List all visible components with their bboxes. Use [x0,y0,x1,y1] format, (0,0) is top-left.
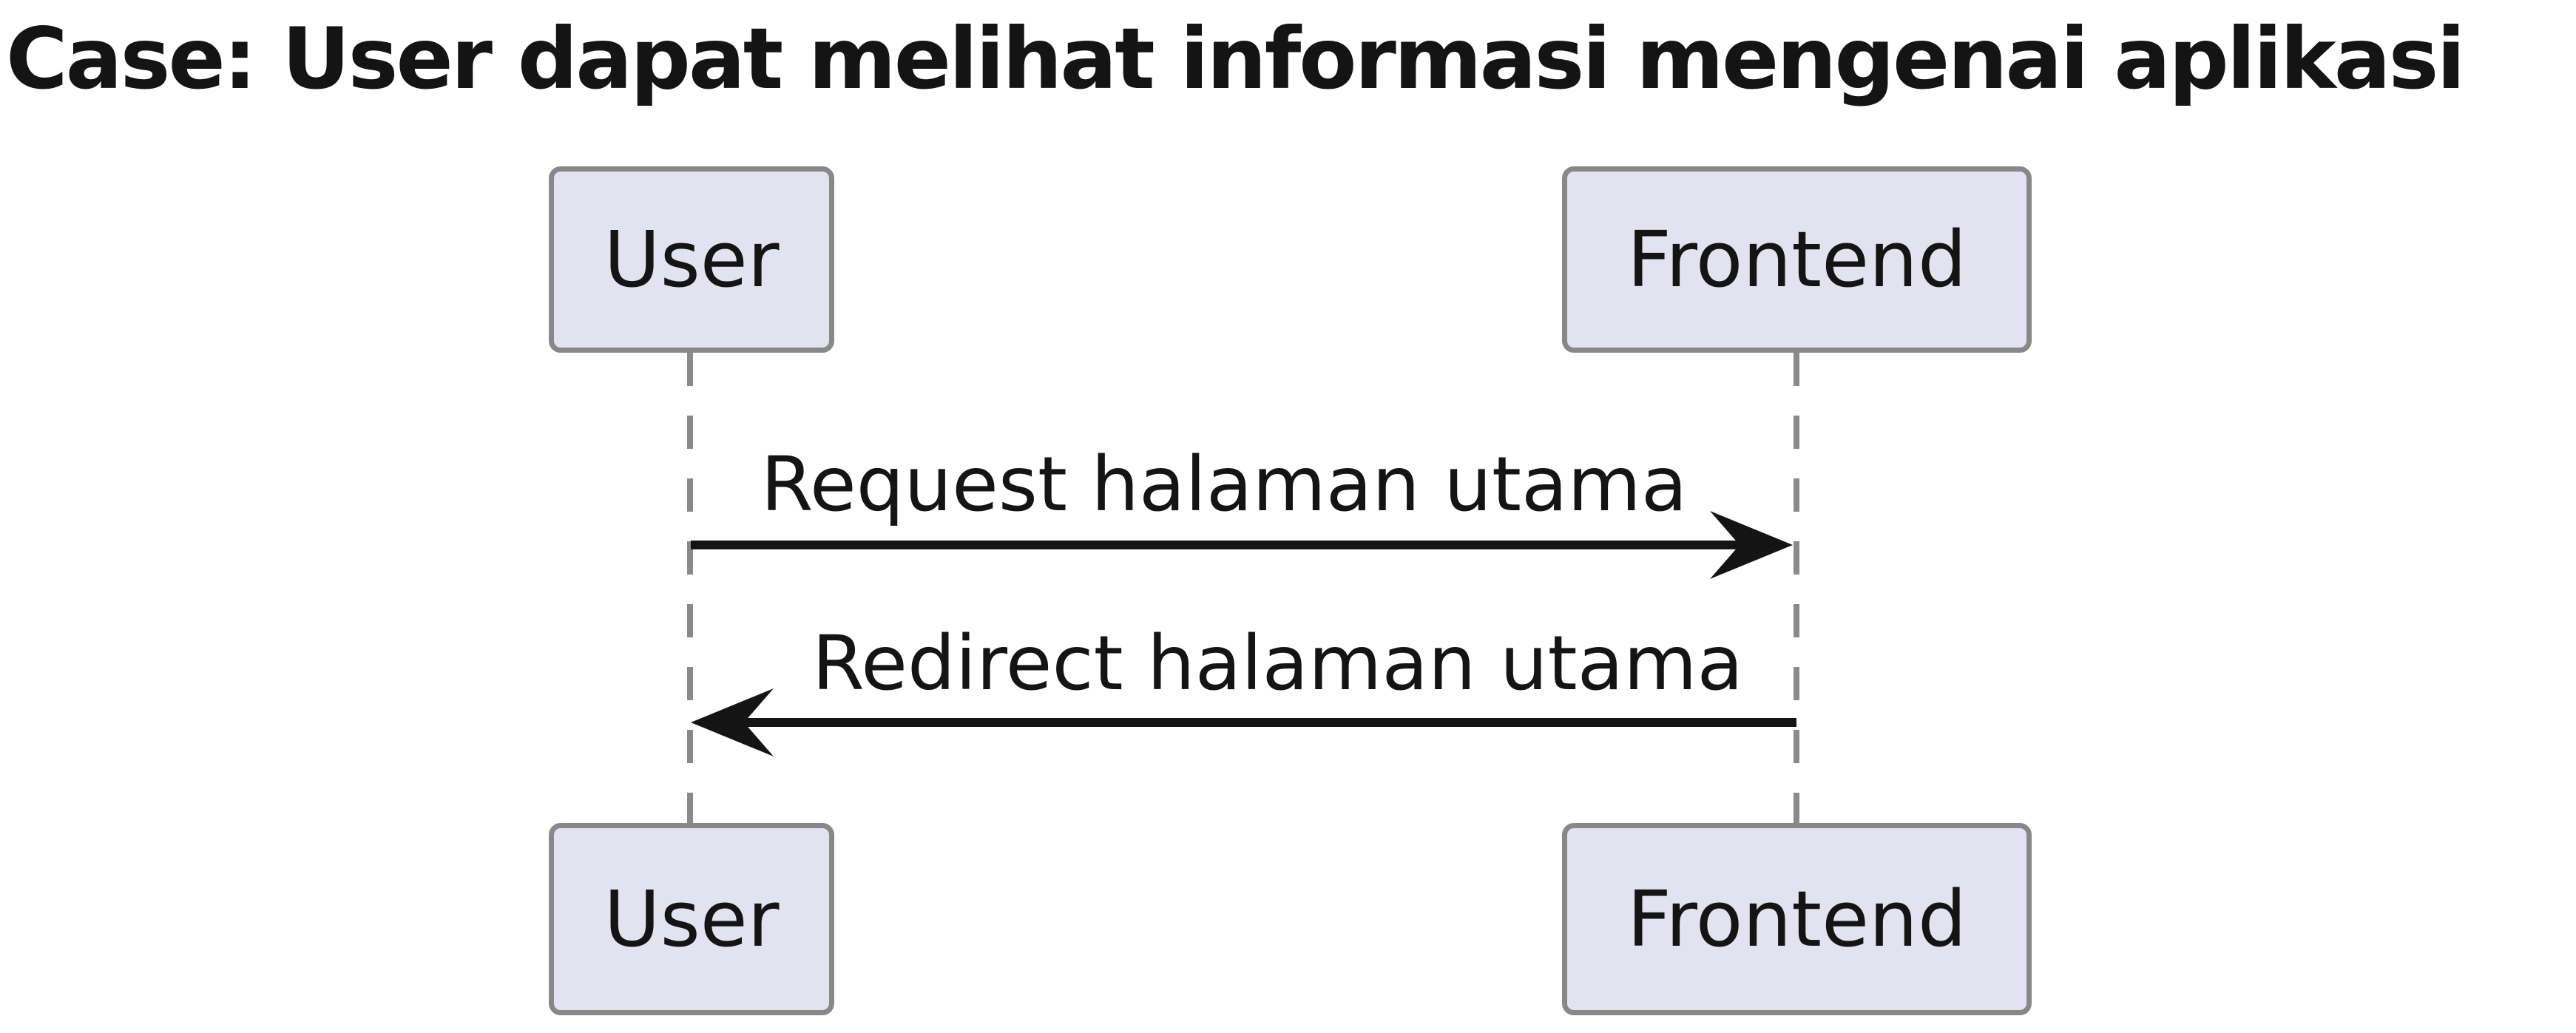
frontend-lifeline [1794,353,1799,823]
message-1-label: Request halaman utama [760,441,1688,529]
participant-frontend-top: Frontend [1562,166,2032,353]
participant-user-bottom-label: User [604,874,780,964]
participant-frontend-top-label: Frontend [1627,214,1967,305]
participant-frontend-bottom: Frontend [1562,823,2032,1015]
participant-user-top: User [549,166,834,353]
participant-user-top-label: User [604,214,780,305]
diagram-title: Case: User dapat melihat informasi menge… [6,10,2466,108]
participant-frontend-bottom-label: Frontend [1627,874,1967,964]
participant-user-bottom: User [549,823,834,1015]
user-lifeline [687,353,693,823]
message-2-label: Redirect halaman utama [811,620,1743,708]
